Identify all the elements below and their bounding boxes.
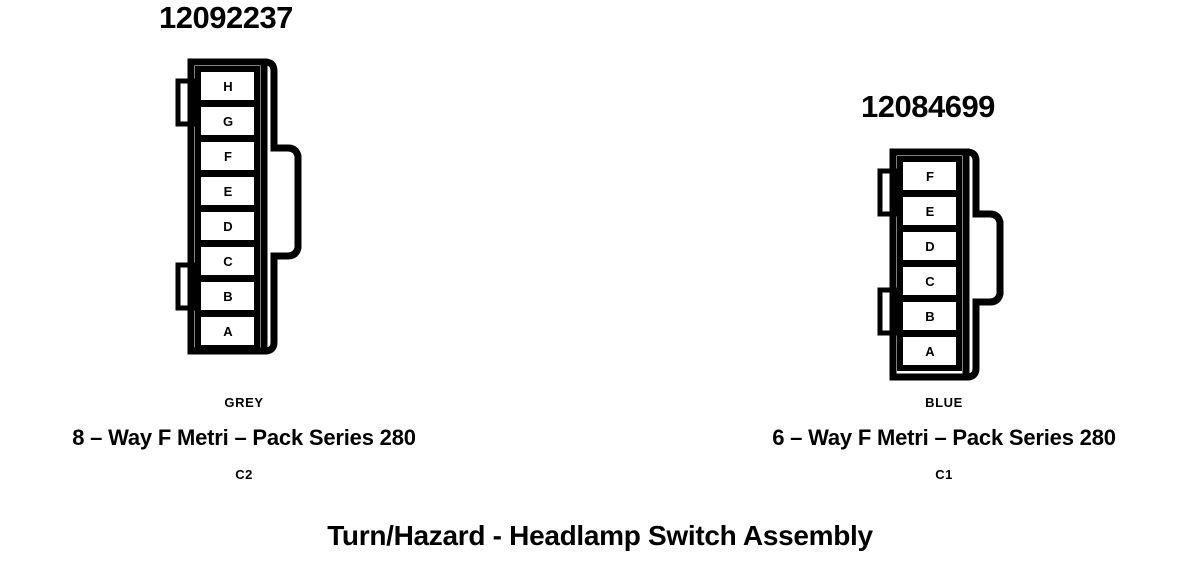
- terminal-label-c1-c: C: [925, 274, 935, 289]
- connector-outline-c2: [175, 58, 302, 355]
- terminal-label-c2-b: B: [223, 289, 233, 304]
- terminal-cavity[interactable]: [195, 206, 260, 246]
- connector-shell-outline-c2: [187, 58, 302, 355]
- caption-block-c2: GREY 8 – Way F Metri – Pack Series 280 C…: [0, 396, 488, 481]
- connector-body-c1[interactable]: F E D C B A: [872, 142, 1052, 390]
- connector-shell-outline-c1: [889, 148, 1004, 381]
- terminal-label-c2-h: H: [223, 79, 233, 94]
- terminal-label-c2-a: A: [223, 324, 233, 339]
- assembly-title: Turn/Hazard - Headlamp Switch Assembly: [327, 520, 873, 551]
- terminal-label-c2-e: E: [223, 184, 233, 199]
- terminal-label-c1-b: B: [925, 309, 935, 324]
- connector-series-c1: 6 – Way F Metri – Pack Series 280: [772, 425, 1116, 450]
- terminal-label-c1-f: F: [926, 169, 934, 184]
- terminal-housing-c1: [889, 148, 970, 381]
- connector-series-c2: 8 – Way F Metri – Pack Series 280: [72, 425, 416, 450]
- terminal-label-c1-e: E: [925, 204, 935, 219]
- terminal-cavity[interactable]: [897, 331, 962, 371]
- part-number-c1: 12084699: [861, 89, 995, 124]
- connector-outline-c1: [877, 148, 1004, 381]
- connector-id-c2: C2: [235, 467, 253, 482]
- terminal-label-c2-g: G: [222, 114, 234, 129]
- terminal-label-c2-d: D: [223, 219, 233, 234]
- terminal-label-c2-c: C: [223, 254, 233, 269]
- terminal-cavity[interactable]: [195, 311, 260, 351]
- connector-color-c2: GREY: [224, 395, 264, 410]
- part-number-c2: 12092237: [159, 0, 293, 35]
- terminal-cavity-grid-c2: [195, 66, 260, 351]
- terminal-cavity[interactable]: [195, 276, 260, 316]
- connector-id-c1: C1: [935, 467, 953, 482]
- terminal-label-c1-d: D: [925, 239, 935, 254]
- terminal-cavity[interactable]: [195, 136, 260, 176]
- connector-body-c2[interactable]: H G F E D C B A: [170, 52, 350, 364]
- caption-block-c1: BLUE 6 – Way F Metri – Pack Series 280 C…: [700, 396, 1188, 481]
- terminal-label-c2-f: F: [224, 149, 232, 164]
- connector-color-c1: BLUE: [925, 395, 963, 410]
- terminal-cavity-grid-c1: [897, 156, 962, 371]
- terminal-label-c1-a: A: [925, 344, 935, 359]
